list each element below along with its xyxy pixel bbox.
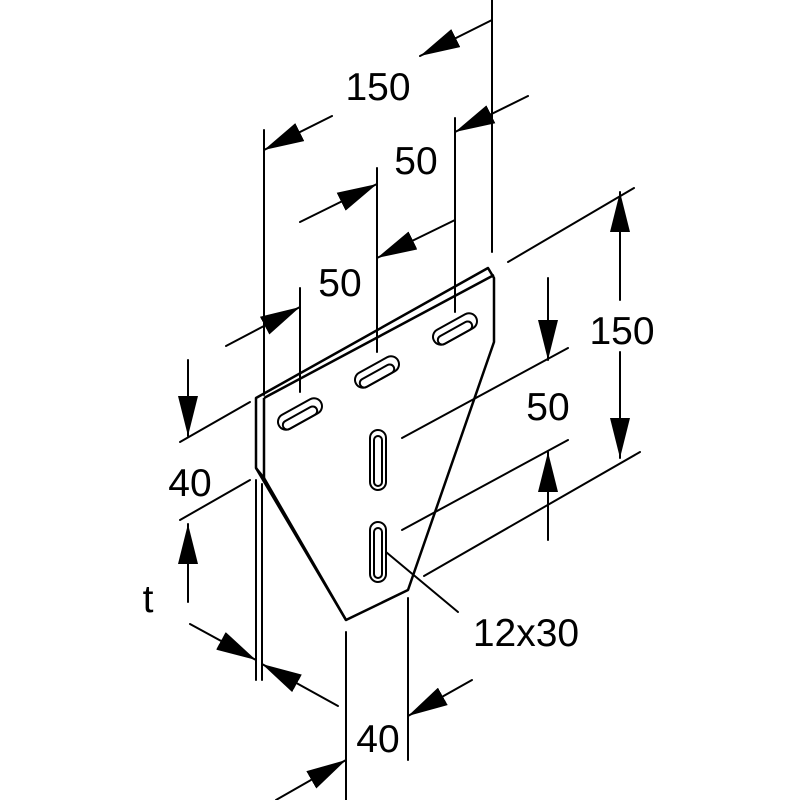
slot-top-1 — [277, 397, 323, 431]
label-thickness: t — [143, 578, 154, 621]
label-spacing-left: 50 — [318, 262, 361, 305]
label-width-total: 150 — [345, 66, 410, 109]
slot-vertical-2 — [369, 521, 387, 583]
dimension-spacing-top — [299, 95, 529, 353]
dimension-thickness — [189, 479, 339, 707]
label-spacing-vertical: 50 — [526, 386, 569, 429]
label-slot-size: 12x30 — [473, 612, 579, 655]
dimension-spacing-vertical — [401, 277, 569, 541]
dimension-height-total — [423, 187, 641, 577]
slot-vertical-1 — [369, 429, 387, 491]
label-height-total: 150 — [589, 310, 654, 353]
label-edge-left: 40 — [168, 462, 211, 505]
dimension-edge-bottom — [275, 597, 473, 800]
label-edge-bottom: 40 — [356, 718, 399, 761]
slot-size-leader — [385, 551, 459, 613]
dimension-edge-left — [178, 359, 251, 603]
dimension-spacing-left — [225, 287, 301, 393]
slot-top-2 — [354, 355, 400, 389]
label-spacing-top: 50 — [394, 140, 437, 183]
slot-top-3 — [432, 312, 478, 346]
